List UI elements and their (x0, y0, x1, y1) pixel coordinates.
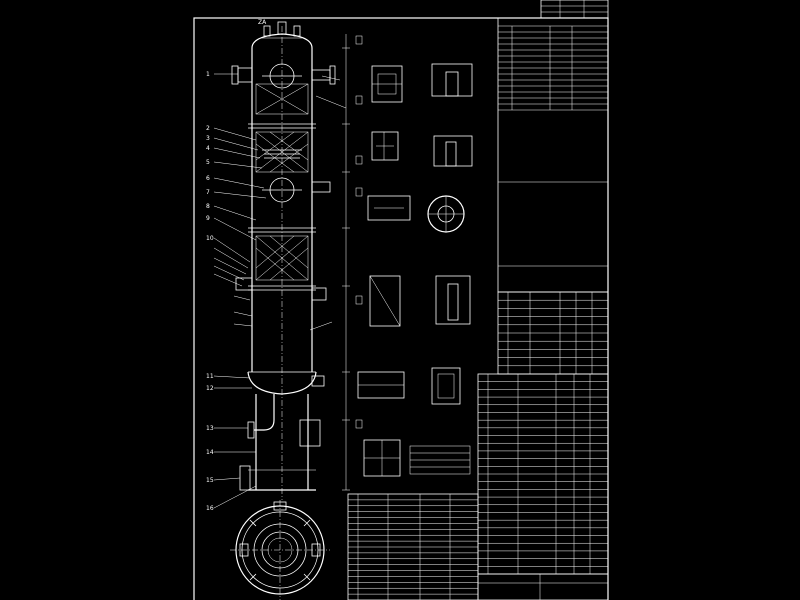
svg-text:8: 8 (206, 203, 210, 210)
svg-text:6: 6 (206, 175, 210, 182)
svg-text:16: 16 (206, 505, 214, 512)
technical-requirements (497, 17, 609, 293)
detail-views (357, 63, 473, 477)
svg-text:3: 3 (206, 135, 210, 142)
svg-text:14: 14 (206, 449, 214, 456)
plan-view (230, 500, 330, 600)
svg-text:4: 4 (206, 145, 210, 152)
svg-text:13: 13 (206, 425, 214, 432)
nozzle-table (497, 291, 609, 375)
svg-text:7: 7 (206, 189, 210, 196)
lower-parts-table (347, 493, 479, 600)
svg-text:12: 12 (206, 385, 214, 392)
svg-text:10: 10 (206, 235, 214, 242)
svg-text:2: 2 (206, 125, 210, 132)
svg-text:1: 1 (206, 71, 210, 78)
svg-text:11: 11 (206, 373, 214, 380)
svg-text:15: 15 (206, 477, 214, 484)
svg-text:9: 9 (206, 215, 210, 222)
top-right-label: ZA (258, 19, 267, 26)
parts-list (477, 373, 609, 600)
svg-text:5: 5 (206, 159, 210, 166)
revision-block (540, 0, 609, 19)
